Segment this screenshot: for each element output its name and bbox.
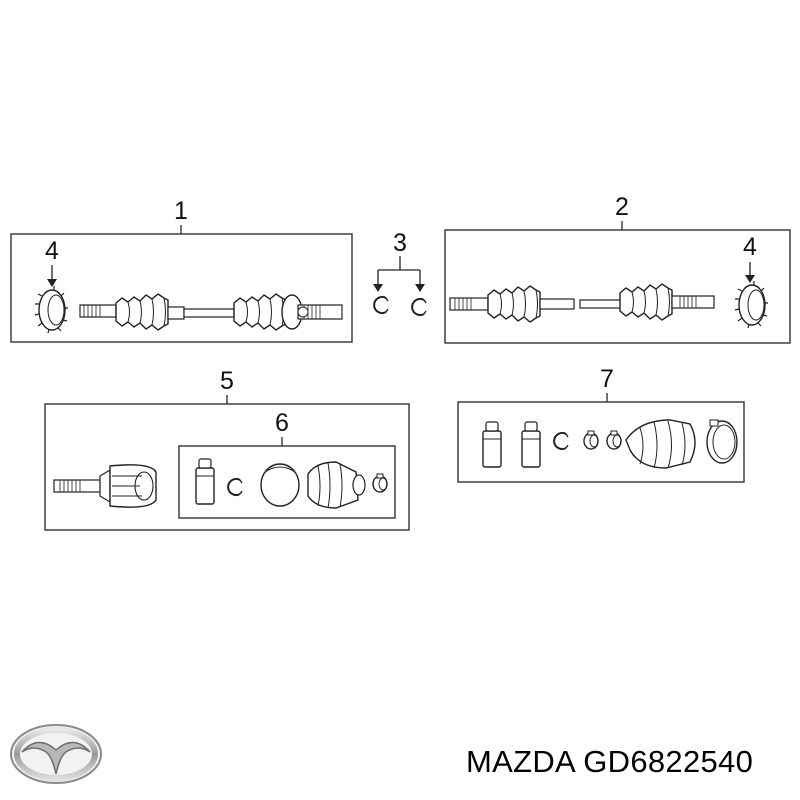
left-drive-shaft-icon [79,293,343,331]
panel-1-left-shaft-assembly [10,225,353,343]
callout-1: 1 [174,197,188,225]
boot-band-icon [260,463,300,507]
mazda-logo-icon [8,722,104,791]
clip-group-3 [373,256,427,316]
right-drive-shaft-icon [449,283,715,323]
boot-band-icon-7 [706,419,738,464]
callout-4-right: 4 [743,233,757,261]
boot-icon-7 [625,419,696,469]
part-number: GD6822540 [583,744,754,779]
panel-6-boot-kit [178,437,396,519]
panel-2-right-shaft-assembly [444,221,791,344]
panel-7-boot-kit [457,393,745,483]
outer-cv-joint-icon [53,464,157,508]
callout-6: 6 [275,409,289,437]
brand-name: MAZDA [466,744,575,779]
callout-7: 7 [600,365,614,393]
part-number-label: MAZDA GD6822540 [466,744,753,780]
callout-2: 2 [615,193,629,221]
boot-icon-6 [307,461,366,509]
callout-3: 3 [393,229,407,257]
callout-4-left: 4 [45,237,59,265]
callout-5: 5 [220,367,234,395]
